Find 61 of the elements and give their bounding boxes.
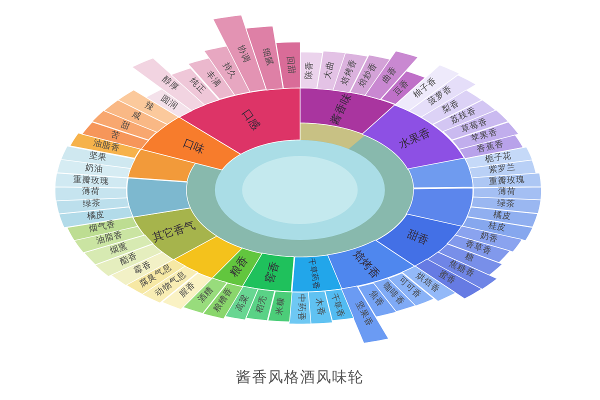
segment-label: 甜香 (406, 228, 430, 248)
segment-label: 重瓣玫瑰 (488, 176, 525, 186)
segment-label: 蜜香 (437, 270, 458, 287)
segment-label: 粮香 (228, 254, 251, 279)
segment-label: 咸 (130, 110, 142, 122)
segment-label: 焙烤香 (352, 248, 382, 281)
segment-label: 薄荷 (82, 188, 100, 198)
segment-label: 重瓣玫瑰 (73, 176, 110, 186)
segment-label: 回甜 (284, 56, 295, 74)
segment-label: 橘皮 (86, 210, 106, 222)
wheel-segment (407, 157, 474, 190)
segment-label: 焙炒香 (358, 61, 380, 89)
segment-label: 其它香气 (152, 218, 198, 244)
segment-label: 干草香 (330, 292, 346, 318)
wheel-segment (274, 41, 301, 90)
segment-label: 紫罗兰 (488, 164, 517, 175)
wheel-segment (140, 116, 242, 172)
segment-label: 酱香味 (328, 92, 354, 126)
segment-label: 腥香 (178, 280, 198, 300)
wheel-segment (405, 186, 474, 228)
segment-label: 陈香 (304, 60, 315, 80)
segment-label: 丰满 (204, 69, 222, 89)
segment-label: 栀子花 (484, 152, 512, 164)
segment-label: 粮糟香 (212, 286, 235, 314)
segment-label: 细腻 (260, 48, 274, 68)
segment-label: 水果香 (396, 126, 432, 150)
segment-label: 甜 (120, 120, 131, 132)
segment-label: 酒糟 (196, 286, 216, 305)
segment-label: 奶香 (478, 232, 498, 244)
segment-label: 口味 (181, 138, 206, 156)
segment-label: 桂皮 (488, 222, 507, 234)
segment-label: 坚果 (88, 152, 108, 164)
segment-label: 苦 (110, 130, 122, 142)
segment-label: 辣 (143, 101, 156, 114)
segment-label: 纯正 (187, 76, 206, 96)
segment-label: 醇厚 (160, 76, 180, 94)
segment-label: 绿茶 (83, 200, 102, 210)
wheel-segment (80, 120, 150, 150)
segment-label: 窖香 (264, 260, 282, 286)
segment-label: 圆润 (159, 94, 180, 112)
segment-label: 大曲 (323, 60, 336, 80)
segment-label: 中药香 (296, 294, 304, 322)
segment-label: 烟熏 (108, 242, 129, 256)
segment-label: 糖 (464, 252, 476, 264)
segment-label: 木香 (314, 298, 325, 317)
segment-label: 口感 (240, 107, 262, 132)
segment-label: 高粱 (234, 292, 250, 313)
segment-label: 米糠 (275, 296, 286, 316)
segment-label: 绿茶 (496, 200, 516, 210)
segment-label: 薄荷 (498, 188, 516, 198)
segment-label: 协调 (236, 44, 250, 64)
segment-label: 持久 (220, 60, 238, 81)
segment-label: 焙烤香 (340, 58, 358, 86)
segment-label: 奶油 (84, 164, 104, 174)
wheel-segment (290, 254, 342, 293)
segment-label: 橘皮 (493, 210, 512, 222)
wheel-segment (126, 176, 192, 218)
wheel-segment (471, 172, 542, 189)
caption: 酱香风格酒风味轮 (235, 368, 365, 386)
segment-label: 香蕉香 (476, 140, 505, 154)
segment-label: 稻壳 (254, 294, 269, 314)
